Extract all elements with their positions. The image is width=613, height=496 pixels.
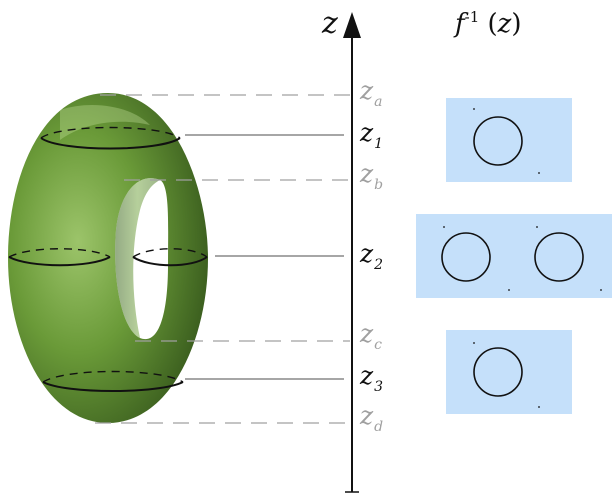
preimage-panel-z3 — [446, 330, 572, 414]
corner-dot — [473, 108, 475, 110]
z-axis — [343, 12, 361, 493]
slice-z2-right-back — [132, 248, 208, 258]
corner-dot — [473, 342, 475, 344]
torus-hole-inner-wall — [115, 178, 160, 338]
level-label-zb: zb — [360, 159, 384, 193]
corner-dot — [536, 226, 538, 228]
level-label-za: za — [360, 76, 383, 110]
level-label-zc: zc — [360, 319, 383, 353]
corner-dot — [538, 172, 540, 174]
level-circle-right — [534, 232, 584, 282]
level-circle — [473, 347, 523, 397]
critical-level-lines — [95, 94, 350, 424]
corner-dot — [508, 289, 510, 291]
slice-z2-right-front — [132, 256, 208, 267]
level-label-z2: z2 — [360, 239, 384, 273]
slice-z3-front — [42, 381, 184, 392]
preimage-title-exponent: -1 — [464, 8, 480, 26]
panel-background — [416, 214, 612, 298]
z-axis-arrowhead — [343, 12, 361, 38]
level-circle-left — [441, 232, 491, 282]
slice-z2-left-front — [8, 256, 111, 267]
panel-background — [446, 330, 572, 414]
z-axis-label: z — [322, 6, 338, 41]
preimage-title-paren-open: ( — [479, 9, 498, 39]
corner-dot — [600, 289, 602, 291]
preimage-title: f-1 (z) — [455, 8, 522, 39]
regular-level-lines — [185, 134, 344, 380]
preimage-title-function: f — [455, 9, 465, 39]
preimage-title-paren-close: ) — [511, 9, 522, 39]
level-circle — [473, 116, 523, 166]
preimage-title-arg: z — [497, 9, 512, 39]
torus-slices — [8, 126, 208, 392]
level-label-zd: zd — [360, 401, 384, 435]
preimage-panel-z2 — [416, 214, 612, 298]
preimage-panel-z1 — [446, 98, 572, 182]
slice-z1-back — [40, 126, 181, 139]
slice-z1-front — [40, 137, 181, 150]
panel-background — [446, 98, 572, 182]
torus-highlight — [60, 105, 150, 140]
level-label-z1: z1 — [360, 118, 384, 152]
level-label-z3: z3 — [360, 361, 384, 395]
corner-dot — [443, 226, 445, 228]
corner-dot — [538, 406, 540, 408]
slice-z3-back — [42, 370, 184, 383]
